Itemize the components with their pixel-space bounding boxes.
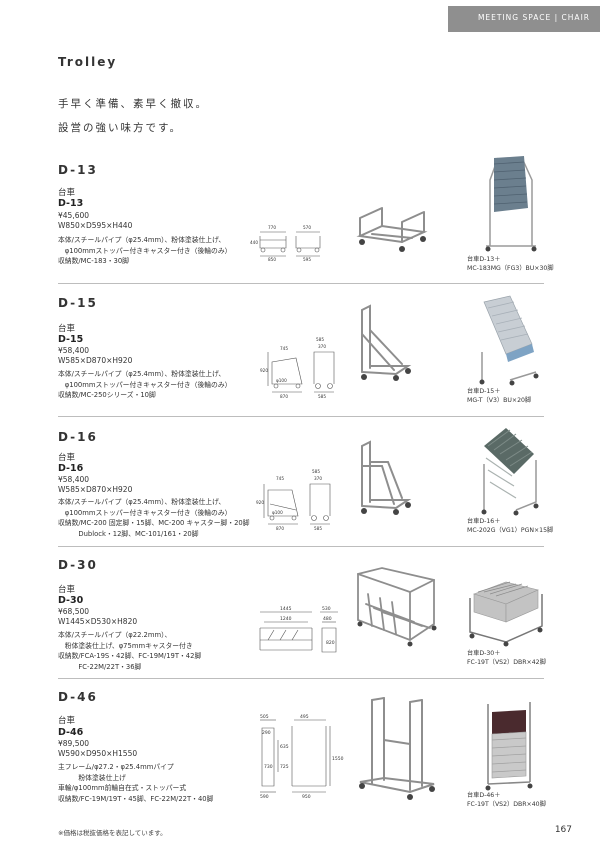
- dimension-drawing: 585 370 745 920 φ100 870 585: [260, 337, 335, 399]
- section-divider: [58, 283, 544, 284]
- page-number: 167: [554, 825, 572, 835]
- dimension-drawing: 505 495 290 635 730 725 1550 590 950: [260, 714, 344, 800]
- dim-label: 1240: [280, 616, 292, 622]
- section-code: D-16: [58, 430, 98, 444]
- stacked-chairs-photo: [469, 581, 543, 647]
- dim-label: φ100: [272, 510, 283, 515]
- dimensions: W585×D870×H920: [58, 356, 133, 365]
- dim-label: 370: [318, 344, 326, 349]
- section-divider: [58, 678, 544, 679]
- dim-label: 530: [322, 606, 331, 612]
- price: ¥45,600: [58, 211, 90, 220]
- dim-label: 290: [262, 730, 271, 736]
- model-name: D-15: [58, 334, 84, 345]
- price: ¥58,400: [58, 346, 90, 355]
- trolley-photo: [359, 697, 435, 800]
- dim-label: 595: [303, 257, 311, 262]
- dim-label: 480: [323, 616, 332, 622]
- lead-line-2: 設営の強い味方です。: [58, 122, 182, 134]
- model-name: D-13: [58, 198, 84, 209]
- photo-caption: 台車D-13＋ MC-183MG（FG3）BU×30脚: [467, 256, 554, 272]
- dim-label: 635: [280, 744, 289, 750]
- model-name: D-30: [58, 595, 84, 606]
- section-code: D-46: [58, 690, 98, 704]
- dimensions: W1445×D530×H820: [58, 617, 138, 626]
- dim-label: 585: [312, 469, 320, 474]
- dim-label: 850: [268, 257, 276, 262]
- photo-caption: 台車D-16＋ MC-202G（VG1）PGN×15脚: [467, 518, 554, 534]
- trolley-photo: [361, 440, 412, 515]
- dim-label: 870: [276, 526, 284, 531]
- photo-caption: 台車D-30＋ FC-19T（VS2）DBR×42脚: [467, 650, 546, 666]
- dimensions: W590×D950×H1550: [58, 749, 138, 758]
- spec-text: 本体/スチールパイプ（φ25.4mm）、粉体塗装仕上げ、 φ100mmストッパー…: [58, 498, 250, 538]
- dimension-drawing: 585 370 745 920 φ100 870 585: [256, 469, 331, 531]
- trolley-photo: [361, 304, 412, 381]
- dimensions: W850×D595×H440: [58, 221, 133, 230]
- header-label: MEETING SPACE | CHAIR: [477, 13, 590, 22]
- section-code: D-13: [58, 163, 98, 177]
- dim-label: 745: [276, 476, 284, 481]
- dim-label: φ100: [276, 378, 287, 383]
- price: ¥58,400: [58, 475, 90, 484]
- header-bar: [448, 6, 600, 32]
- spec-text: 主フレーム/φ27.2・φ25.4mmパイプ 粉体塗装仕上げ 車輪/φ100mm…: [58, 763, 214, 803]
- price: ¥68,500: [58, 607, 90, 616]
- trolley-photo: [357, 567, 437, 647]
- section-divider: [58, 416, 544, 417]
- dim-label: 570: [303, 225, 311, 230]
- dim-label: 820: [326, 640, 335, 646]
- section-divider: [58, 546, 544, 547]
- dim-label: 590: [260, 794, 269, 800]
- dim-label: 585: [316, 337, 324, 342]
- category-label: 台車: [58, 453, 76, 463]
- dim-label: 585: [314, 526, 322, 531]
- spec-text: 本体/スチールパイプ（φ25.4mm）、粉体塗装仕上げ、 φ100mmストッパー…: [58, 370, 232, 399]
- section-code: D-30: [58, 558, 98, 572]
- spec-text: 本体/スチールパイプ（φ25.4mm）、粉体塗装仕上げ、 φ100mmストッパー…: [58, 236, 232, 265]
- dim-label: 920: [256, 500, 264, 505]
- lead-line-1: 手早く準備、素早く撤収。: [58, 98, 208, 110]
- dimension-drawing: 1445 1240 530 480 820: [259, 606, 338, 653]
- dim-label: 1445: [280, 606, 292, 612]
- dim-label: 950: [302, 794, 311, 800]
- dim-label: 585: [318, 394, 326, 399]
- trolley-photo: [356, 207, 428, 252]
- dimension-drawing: 770 570 440 850 595: [250, 225, 321, 262]
- dim-label: 440: [250, 240, 258, 245]
- dimensions: W585×D870×H920: [58, 485, 133, 494]
- dim-label: 770: [268, 225, 276, 230]
- photo-caption: 台車D-46＋ FC-19T（VS2）DBR×40脚: [467, 792, 546, 808]
- price: ¥89,500: [58, 739, 90, 748]
- stacked-chairs-photo: [479, 295, 539, 386]
- dim-label: 745: [280, 346, 288, 351]
- model-name: D-16: [58, 463, 84, 474]
- category-label: 台車: [58, 716, 76, 726]
- spec-text: 本体/スチールパイプ（φ22.2mm）、 粉体塗装仕上げ、φ75mmキャスター付…: [58, 631, 202, 671]
- model-name: D-46: [58, 727, 84, 738]
- stacked-chairs-photo: [485, 702, 533, 791]
- dim-label: 505: [260, 714, 269, 720]
- dim-label: 725: [280, 764, 289, 770]
- dim-label: 495: [300, 714, 309, 720]
- dim-label: 920: [260, 368, 268, 373]
- photo-caption: 台車D-15＋ MG-T（V3）BU×20脚: [467, 388, 532, 404]
- stacked-chairs-photo: [485, 156, 537, 252]
- category-label: 台車: [58, 585, 76, 595]
- category-label: 台車: [58, 188, 76, 198]
- dim-label: 1550: [332, 756, 344, 762]
- dim-label: 730: [264, 764, 273, 770]
- category-label: 台車: [58, 324, 76, 334]
- footnote: ※価格は税抜価格を表記しています。: [58, 829, 167, 837]
- dim-label: 370: [314, 476, 322, 481]
- section-code: D-15: [58, 296, 98, 310]
- stacked-chairs-photo: [481, 428, 539, 516]
- dim-label: 870: [280, 394, 288, 399]
- page-title: Trolley: [58, 55, 118, 69]
